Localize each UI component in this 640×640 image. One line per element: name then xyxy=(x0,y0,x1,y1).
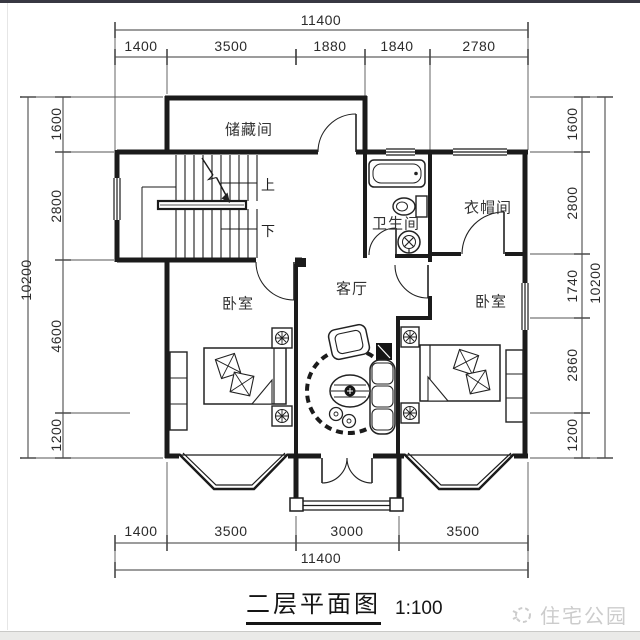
dim-left-seg-0: 1600 xyxy=(48,107,64,141)
nightstand-icon xyxy=(271,405,293,427)
toilet-icon xyxy=(392,195,428,218)
bed-icon xyxy=(203,347,287,405)
sofa-icon xyxy=(369,359,396,435)
bed-icon xyxy=(419,344,501,402)
armchair-icon xyxy=(327,323,371,361)
nightstand-icon xyxy=(400,326,420,348)
dim-left-seg-3: 1200 xyxy=(48,418,64,452)
door-arc-icon xyxy=(461,211,505,255)
dim-right-seg-1: 2800 xyxy=(564,186,580,220)
window-icon xyxy=(386,148,415,156)
dim-bottom-seg-1: 3500 xyxy=(214,523,248,539)
wardrobe-icon xyxy=(505,349,524,423)
doors xyxy=(255,113,505,484)
left-edge-line xyxy=(7,3,8,630)
bay-window-icon xyxy=(403,452,515,491)
room-label-bedroom-right: 卧室 xyxy=(474,293,508,311)
top-border xyxy=(0,0,640,3)
dim-top-seg-0: 1400 xyxy=(124,38,158,54)
dim-top-seg-4: 2780 xyxy=(462,38,496,54)
dim-bottom-seg-0: 1400 xyxy=(124,523,158,539)
dim-top-seg-2: 1880 xyxy=(313,38,347,54)
door-arc-icon xyxy=(317,113,357,153)
staircase xyxy=(141,155,258,258)
wardrobe-icon xyxy=(169,351,188,431)
windows xyxy=(113,148,529,330)
dim-bottom-total: 11400 xyxy=(300,550,342,566)
washbasin-icon xyxy=(397,230,421,254)
dim-right-total: 10200 xyxy=(587,262,603,304)
bay-window-icon xyxy=(178,452,289,491)
dim-right-seg-2: 1740 xyxy=(564,269,580,303)
nightstand-icon xyxy=(271,327,293,349)
watermark-text: 住宅公园 xyxy=(540,606,628,628)
dim-bottom-seg-2: 3000 xyxy=(330,523,364,539)
room-label-cloakroom: 衣帽间 xyxy=(463,199,513,217)
dim-left-seg-2: 4600 xyxy=(48,319,64,353)
window-icon xyxy=(113,178,121,220)
coffee-table-icon xyxy=(329,374,371,408)
footer-bar xyxy=(0,631,640,640)
stair-direction-arrow-icon xyxy=(201,157,230,203)
stairs-down-label: 下 xyxy=(261,223,275,239)
balcony xyxy=(289,458,404,512)
dim-left-total: 10200 xyxy=(18,259,34,301)
room-label-storage: 储藏间 xyxy=(224,121,274,139)
dim-left-seg-1: 2800 xyxy=(48,189,64,223)
room-label-bedroom-left: 卧室 xyxy=(221,295,255,313)
pouf-icon xyxy=(341,413,357,429)
dim-bottom-seg-3: 3500 xyxy=(446,523,480,539)
pouf-icon xyxy=(328,406,344,422)
dim-top-seg-1: 3500 xyxy=(214,38,248,54)
tv-icon xyxy=(376,343,392,360)
dim-right-seg-3: 2860 xyxy=(564,348,580,382)
drawing-title-block: 二层平面图 1:100 xyxy=(246,584,443,625)
drawing-scale: 1:100 xyxy=(395,598,443,619)
stairs-up-label: 上 xyxy=(261,177,275,193)
door-arc-icon xyxy=(368,227,397,256)
dim-right-seg-4: 1200 xyxy=(564,418,580,452)
dim-top-seg-3: 1840 xyxy=(380,38,414,54)
door-arc-icon xyxy=(394,264,429,299)
door-arc-icon xyxy=(346,457,373,484)
door-arc-icon xyxy=(321,457,348,484)
window-icon xyxy=(521,283,529,330)
dim-right-seg-0: 1600 xyxy=(564,107,580,141)
dimension-lines xyxy=(20,22,613,578)
watermark-logo-icon xyxy=(512,606,531,623)
door-arc-icon xyxy=(255,261,295,301)
room-label-bathroom: 卫生间 xyxy=(371,215,421,233)
bathtub-icon xyxy=(368,159,426,188)
dim-top-total: 11400 xyxy=(300,12,342,28)
window-icon xyxy=(453,148,507,156)
room-label-living-room: 客厅 xyxy=(335,280,369,298)
nightstand-icon xyxy=(400,402,420,424)
watermark: 住宅公园 xyxy=(510,600,628,629)
drawing-title: 二层平面图 xyxy=(246,584,381,625)
